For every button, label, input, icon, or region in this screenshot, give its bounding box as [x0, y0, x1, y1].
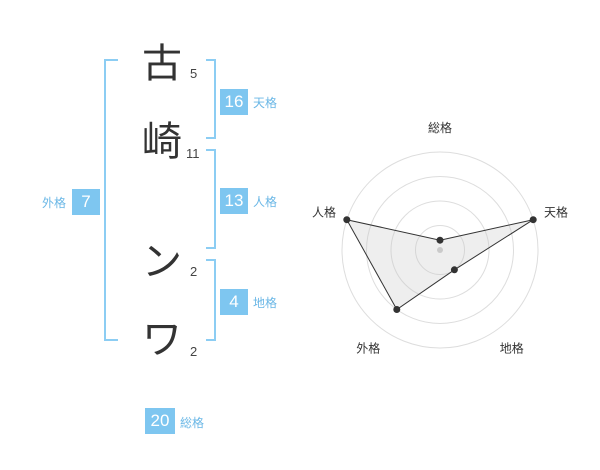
radar-axis-label-2: 天格 [544, 204, 568, 219]
chikaku-bracket [206, 259, 216, 341]
name-char-3: ン [142, 239, 182, 285]
radar-point-2 [529, 216, 537, 224]
jinkaku-bracket [206, 149, 216, 249]
radar-axis-label-1: 総格 [428, 120, 452, 135]
soukaku-label: 総格 [180, 416, 205, 430]
radar-point-1 [436, 236, 444, 244]
name-char-2: 崎 [142, 119, 182, 165]
radar-axis-label-3: 地格 [500, 341, 524, 356]
jinkaku-label: 人格 [253, 195, 278, 209]
stroke-count-2: 11 [186, 146, 200, 161]
jinkaku-score: 13 [220, 188, 248, 214]
tenkaku-bracket [206, 59, 216, 139]
radar-axis-label-5: 人格 [312, 204, 336, 219]
stroke-count-3: 2 [190, 264, 198, 279]
chikaku-label: 地格 [253, 296, 278, 310]
name-char-4: ワ [142, 317, 182, 363]
radar-point-3 [450, 266, 458, 274]
radar-ring [341, 151, 539, 349]
radar-data-layer [343, 216, 537, 313]
soukaku-score: 20 [145, 408, 175, 434]
radar-polygon [345, 218, 534, 311]
gaikaku-label: 外格 [42, 196, 67, 210]
radar-ring [415, 225, 465, 275]
radar-rings [341, 151, 539, 349]
radar-ring [366, 176, 514, 324]
radar-center [437, 247, 443, 253]
chikaku-score: 4 [220, 289, 248, 315]
gaikaku-bracket [104, 59, 118, 341]
radar-point-5 [343, 216, 351, 224]
stroke-count-1: 5 [190, 66, 198, 81]
radar-axis-label-4: 外格 [356, 341, 380, 356]
radar-point-4 [393, 306, 401, 313]
gaikaku-score: 7 [72, 189, 100, 215]
tenkaku-label: 天格 [253, 96, 278, 110]
radar-ring [390, 200, 490, 300]
name-char-1: 古 [142, 41, 182, 87]
stroke-count-4: 2 [190, 344, 198, 359]
tenkaku-score: 16 [220, 89, 248, 115]
